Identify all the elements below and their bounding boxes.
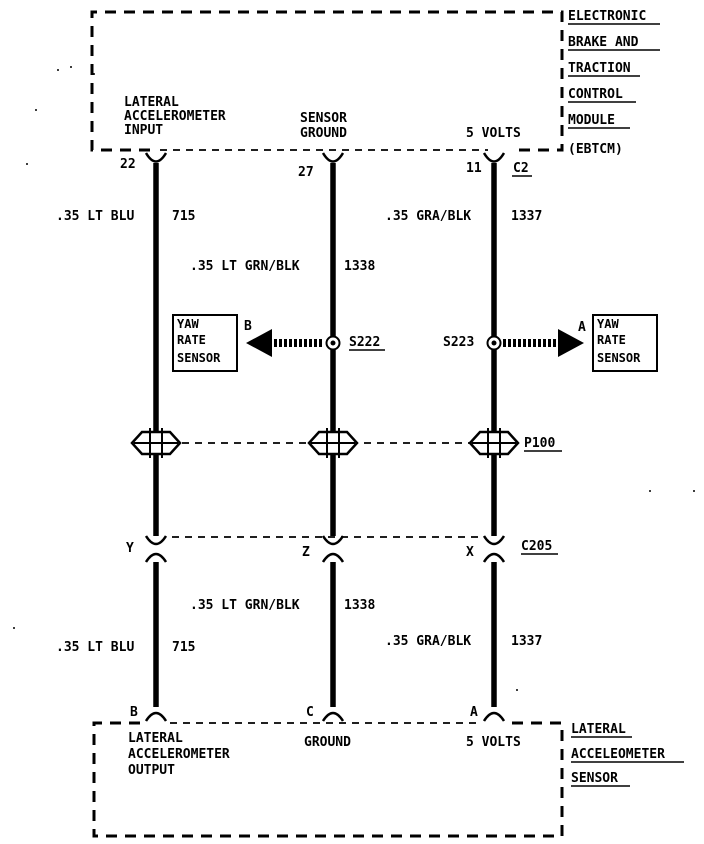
wire-715-lower-circuit: 715 [172, 640, 195, 655]
scan-specks [13, 66, 695, 691]
sensor-pin-c-label: GROUND [304, 735, 351, 750]
sensor-name-line-2: ACCELEOMETER [571, 747, 665, 762]
sensor-pin-a-connector [482, 711, 506, 722]
wire-715-lower-gauge: .35 LT BLU [56, 640, 134, 655]
pin-11-connector [482, 152, 506, 163]
pin-27-label-line-1: SENSOR [300, 111, 347, 126]
module-name-line-1: ELECTRONIC [568, 9, 646, 24]
module-name-line-4: CONTROL [568, 87, 623, 102]
sensor-pin-a-label: 5 VOLTS [466, 735, 521, 750]
module-name-line-3: TRACTION [568, 61, 631, 76]
arrow-b-letter: B [244, 319, 252, 334]
sensor-pin-c-connector [321, 711, 345, 722]
sensor-name: LATERAL ACCELEOMETER SENSOR [571, 722, 684, 787]
pin-22-label-line-1: LATERAL [124, 95, 179, 110]
arrow-a-letter: A [578, 320, 586, 335]
sensor-name-line-1: LATERAL [571, 722, 626, 737]
sensor-box [92, 721, 564, 838]
pin-27-number: 27 [298, 165, 314, 180]
yaw-left-line-2: RATE [177, 333, 206, 347]
module-name-line-2: BRAKE AND [568, 35, 639, 50]
pin-22-label-line-2: ACCELEROMETER [124, 109, 226, 124]
c205-connector-y [144, 535, 168, 563]
splice-s222-label: S222 [349, 335, 380, 350]
ebtcm-module-box [90, 10, 564, 152]
pin-11-number: 11 [466, 161, 482, 176]
module-name: ELECTRONIC BRAKE AND TRACTION CONTROL MO… [568, 9, 660, 157]
sensor-pin-c: C [306, 705, 314, 720]
wire-1338-upper-circuit: 1338 [344, 259, 375, 274]
p100-grommet-715 [130, 428, 182, 458]
yaw-right-line-3: SENSOR [597, 351, 641, 365]
yaw-rate-sensor-box-left: YAW RATE SENSOR [172, 314, 238, 372]
c205-pin-y: Y [126, 541, 134, 556]
sensor-pin-b-label-line-3: OUTPUT [128, 763, 175, 778]
pin-27-label-line-2: GROUND [300, 126, 347, 141]
yaw-left-line-1: YAW [177, 317, 199, 331]
c205-label: C205 [521, 539, 552, 554]
yaw-left-line-3: SENSOR [177, 351, 221, 365]
module-name-line-6: (EBTCM) [568, 142, 623, 157]
pin-22-number: 22 [120, 157, 136, 172]
wire-1337-lower-gauge: .35 GRA/BLK [385, 634, 471, 649]
p100-grommet-1337 [468, 428, 520, 458]
wire-715-upper-circuit: 715 [172, 209, 195, 224]
wire-1337-upper-circuit: 1337 [511, 209, 542, 224]
sensor-pin-a: A [470, 705, 478, 720]
connector-c2-label: C2 [513, 161, 529, 176]
sensor-name-line-3: SENSOR [571, 771, 618, 786]
module-name-line-5: MODULE [568, 113, 615, 128]
splice-s222: S222 B [244, 319, 385, 357]
pin-11-label: 5 VOLTS [466, 126, 521, 141]
wire-1338-lower-gauge: .35 LT GRN/BLK [190, 598, 300, 613]
c205-pin-z: Z [302, 545, 310, 560]
sensor-pin-b-connector [144, 711, 168, 722]
wire-1337-upper-gauge: .35 GRA/BLK [385, 209, 471, 224]
wire-715-upper-gauge: .35 LT BLU [56, 209, 134, 224]
pin-27-connector [321, 152, 345, 163]
sensor-pin-b-label-line-1: LATERAL [128, 731, 183, 746]
yaw-right-line-2: RATE [597, 333, 626, 347]
wire-1338-upper-gauge: .35 LT GRN/BLK [190, 259, 300, 274]
pin-22-connector [144, 152, 168, 163]
arrow-a-icon [558, 329, 584, 357]
pin-22-label: LATERAL ACCELEROMETER INPUT [124, 95, 226, 138]
yaw-right-line-1: YAW [597, 317, 619, 331]
pin-22-label-line-3: INPUT [124, 123, 163, 138]
sensor-pin-b: B [130, 705, 138, 720]
sensor-pin-b-label-line-2: ACCELEROMETER [128, 747, 230, 762]
wire-1337-lower-circuit: 1337 [511, 634, 542, 649]
wire-1338-lower-circuit: 1338 [344, 598, 375, 613]
yaw-rate-sensor-box-right: YAW RATE SENSOR [592, 314, 658, 372]
c205-connector-z [321, 535, 345, 563]
c205-connector-x [482, 535, 506, 563]
splice-s223: S223 A [443, 320, 586, 357]
arrow-b-icon [246, 329, 272, 357]
c205-pin-x: X [466, 545, 474, 560]
p100-label: P100 [524, 436, 555, 451]
splice-s223-label: S223 [443, 335, 474, 350]
sensor-pin-b-label: LATERAL ACCELEROMETER OUTPUT [128, 731, 230, 778]
pin-27-label: SENSOR GROUND [300, 111, 347, 141]
p100-grommet-1338 [307, 428, 359, 458]
